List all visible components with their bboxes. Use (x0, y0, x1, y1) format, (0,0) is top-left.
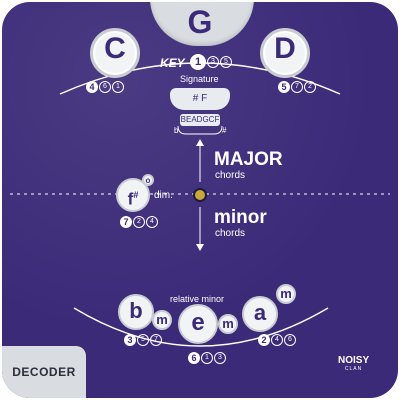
left-minor-circle: b (118, 294, 154, 330)
dim-chord-letter: f (127, 189, 134, 209)
center-minor-circle: e (178, 304, 218, 344)
center-minor-number-main: 6 (188, 352, 200, 364)
left-minor-suffix: m (156, 312, 168, 327)
left-chord-letter: C (104, 32, 126, 65)
right-chord-circle (260, 28, 310, 78)
dim-chord-accidental: # (133, 190, 139, 200)
right-minor-circle: a (242, 296, 278, 332)
left-number-row: 4 6 1 (86, 81, 124, 93)
up-arrow-head (196, 139, 204, 146)
center-minor-number-extra-2: 3 (214, 352, 226, 364)
right-minor-number-extra-1: 4 (271, 334, 283, 346)
key-number-extra-1: 3 (207, 56, 219, 68)
left-number-extra-1: 6 (99, 81, 111, 93)
center-pivot (193, 188, 207, 202)
right-number-extra-2: 2 (304, 81, 316, 93)
signature-window: # F (170, 88, 230, 110)
right-number-row: 5 7 2 (278, 81, 316, 93)
center-minor-suffix-circle: m (218, 314, 238, 334)
relative-minor-label: relative minor (170, 294, 225, 304)
major-title: MAJOR (214, 149, 283, 170)
brand-line-1: NOISY (338, 355, 370, 366)
right-minor-number-row: 2 4 6 (258, 334, 296, 346)
left-minor-number-extra-1: 5 (137, 334, 149, 346)
center-minor-number-row: 6 1 3 (188, 352, 226, 364)
center-minor-letter: e (191, 309, 205, 336)
brand-logo: NOISY CLAN (338, 356, 369, 374)
minor-title: minor (214, 207, 267, 228)
left-minor-number-row: 3 5 7 (124, 334, 162, 346)
sharp-mark: # (222, 126, 227, 135)
key-letter: G (187, 4, 213, 40)
key-label: KEY (160, 56, 185, 70)
left-number-main: 4 (86, 81, 98, 93)
right-minor-number-main: 2 (258, 334, 270, 346)
flat-mark: b (174, 126, 179, 135)
dim-label: dim. (154, 190, 173, 201)
down-arrow-head (196, 244, 204, 251)
right-minor-number-extra-2: 6 (284, 334, 296, 346)
left-chord-circle (90, 28, 140, 78)
brand-line-2: CLAN (344, 366, 363, 372)
left-number-extra-2: 1 (112, 81, 124, 93)
dim-number-extra-2: 4 (146, 216, 158, 228)
left-minor-suffix-circle: m (152, 310, 172, 330)
decoder-tab[interactable]: DECODER (2, 346, 86, 398)
right-chord-letter: D (274, 32, 296, 65)
dim-number-row: 7 2 4 (120, 216, 158, 228)
right-number-main: 5 (278, 81, 290, 93)
dim-symbol: o (142, 174, 154, 186)
sharp-order-label: BEADGCF (180, 114, 220, 126)
signature-bracket (177, 125, 223, 135)
center-minor-number-extra-1: 1 (201, 352, 213, 364)
left-minor-letter: b (129, 298, 143, 323)
dim-number-main: 7 (120, 216, 132, 228)
bottom-arc-line (73, 307, 329, 347)
major-subtitle: chords (215, 170, 246, 181)
left-minor-number-extra-2: 7 (150, 334, 162, 346)
key-number-extra-2: 5 (220, 56, 232, 68)
dim-number-extra-1: 2 (133, 216, 145, 228)
right-minor-suffix: m (280, 286, 292, 301)
right-number-extra-1: 7 (291, 81, 303, 93)
left-minor-number-main: 3 (124, 334, 136, 346)
minor-subtitle: chords (215, 228, 246, 239)
center-minor-suffix: m (222, 316, 234, 331)
right-minor-letter: a (253, 300, 267, 325)
key-number-row: 1 3 5 (190, 54, 232, 70)
right-minor-suffix-circle: m (276, 284, 296, 304)
signature-label: Signature (180, 74, 219, 84)
key-number-main: 1 (190, 54, 206, 70)
